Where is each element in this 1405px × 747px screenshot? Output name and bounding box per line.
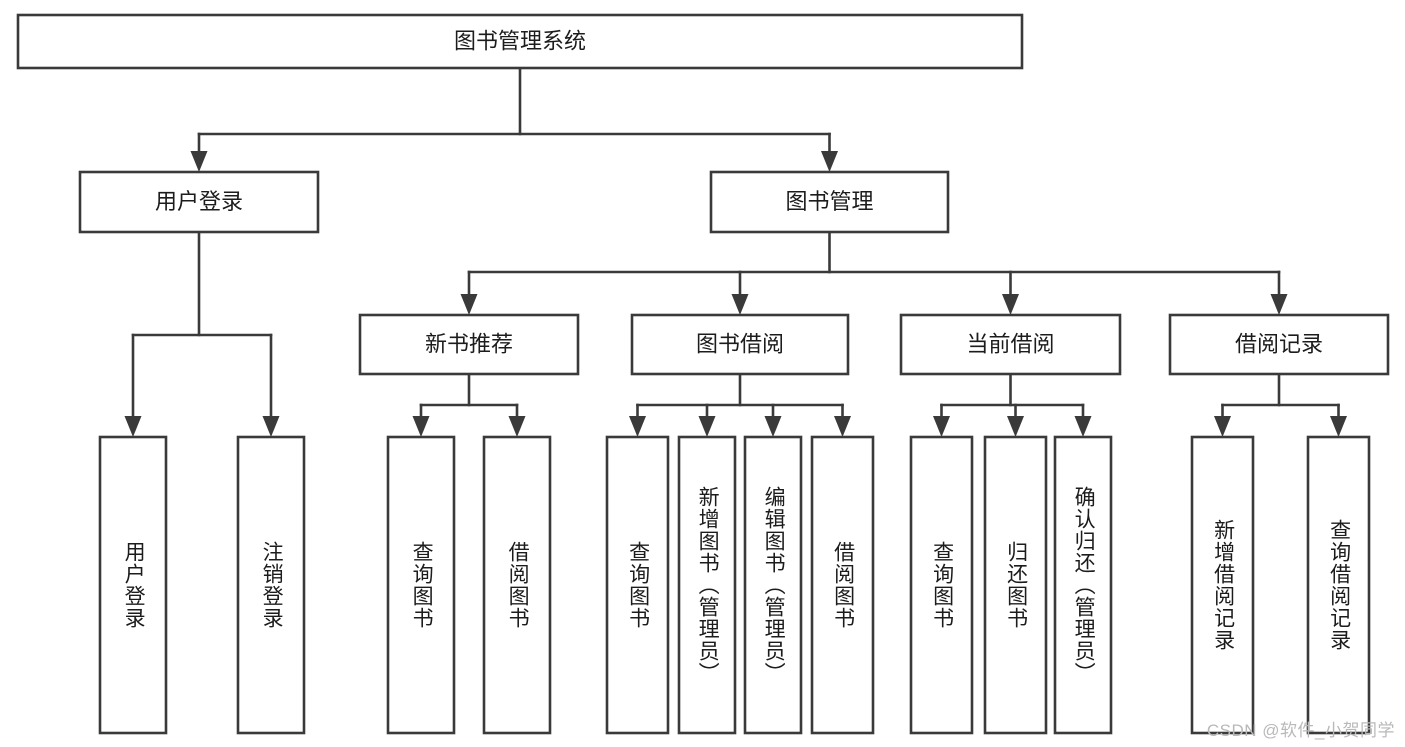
leaf-box-leaf-edit-book-admin[interactable] bbox=[743, 435, 803, 735]
leaf-box-leaf-confirm-return-admin[interactable] bbox=[1053, 435, 1113, 735]
arrow-head-icon bbox=[1002, 294, 1019, 315]
arrow-head-icon bbox=[508, 416, 526, 437]
leaf-box-leaf-borrow-book[interactable] bbox=[810, 435, 875, 735]
arrow-head-icon bbox=[412, 416, 430, 437]
leaf-box-leaf-add-book-admin[interactable] bbox=[677, 435, 737, 735]
leaf-box-leaf-logout-login[interactable] bbox=[236, 435, 306, 735]
submodule-box-current-borrow[interactable] bbox=[899, 313, 1122, 376]
leaf-box-leaf-add-borrow-record[interactable] bbox=[1190, 435, 1255, 735]
arrow-head-icon bbox=[1270, 294, 1288, 315]
node-label-book-borrow: 图书借阅 bbox=[696, 331, 784, 356]
leaf-box-leaf-return-book[interactable] bbox=[983, 435, 1048, 735]
arrow-head-icon bbox=[190, 151, 208, 172]
arrow-head-icon bbox=[933, 416, 950, 437]
node-label-user-login: 用户登录 bbox=[155, 189, 243, 214]
node-boxes bbox=[16, 13, 1390, 735]
arrow-head-icon bbox=[262, 416, 280, 437]
arrow-head-icon bbox=[731, 294, 749, 315]
submodule-box-book-borrow[interactable] bbox=[630, 313, 850, 376]
arrow-head-icon bbox=[124, 416, 142, 437]
watermark-text: CSDN @软件_小贺同学 bbox=[1206, 721, 1395, 740]
leaf-box-leaf-user-login[interactable] bbox=[98, 435, 168, 735]
arrow-head-icon bbox=[1330, 416, 1347, 437]
leaf-box-leaf-query-book-current[interactable] bbox=[909, 435, 974, 735]
module-box-book-management[interactable] bbox=[709, 170, 950, 234]
arrow-head-icon bbox=[1214, 416, 1231, 437]
node-label-new-book-recommend: 新书推荐 bbox=[425, 331, 513, 356]
module-box-user-login[interactable] bbox=[78, 170, 320, 234]
leaf-box-leaf-query-borrow-record[interactable] bbox=[1306, 435, 1371, 735]
connector-lines bbox=[124, 66, 1347, 437]
leaf-box-leaf-query-book-borrow[interactable] bbox=[605, 435, 670, 735]
leaf-box-leaf-borrow-book-recommend[interactable] bbox=[482, 435, 552, 735]
node-label-borrow-record: 借阅记录 bbox=[1235, 331, 1323, 356]
arrow-head-icon bbox=[698, 416, 716, 437]
arrow-head-icon bbox=[1074, 416, 1092, 437]
arrow-head-icon bbox=[1007, 416, 1024, 437]
node-label-current-borrow: 当前借阅 bbox=[966, 331, 1054, 356]
arrow-head-icon bbox=[629, 416, 646, 437]
node-label-book-management: 图书管理 bbox=[785, 189, 873, 214]
arrow-head-icon bbox=[764, 416, 782, 437]
arrow-head-icon bbox=[460, 294, 478, 315]
leaf-box-leaf-query-book-recommend[interactable] bbox=[386, 435, 456, 735]
submodule-box-new-book-recommend[interactable] bbox=[358, 313, 580, 376]
submodule-box-borrow-record[interactable] bbox=[1168, 313, 1390, 376]
node-label-root: 图书管理系统 bbox=[454, 28, 586, 53]
root-box-root[interactable] bbox=[16, 13, 1024, 70]
arrow-head-icon bbox=[834, 416, 851, 437]
arrow-head-icon bbox=[821, 151, 838, 172]
